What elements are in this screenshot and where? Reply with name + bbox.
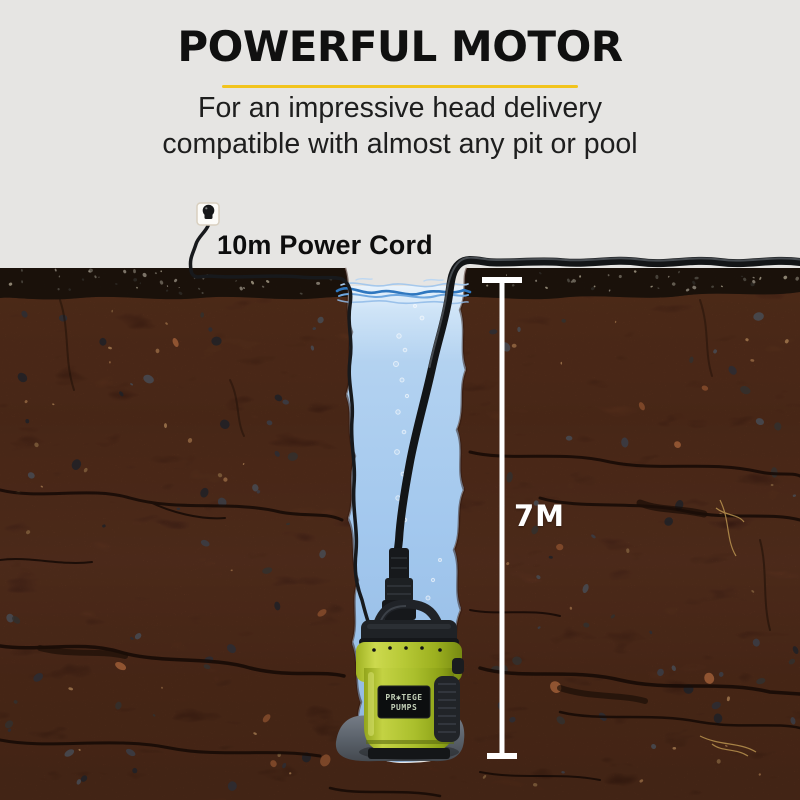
power-outlet-icon [196, 202, 220, 226]
soil-cracks [0, 299, 800, 798]
pump-brand-label: PR✱TEGE PUMPS [378, 686, 430, 718]
submersible-pump [356, 548, 464, 759]
subtitle: For an impressive head delivery compatib… [0, 90, 800, 162]
pump-side-grille [434, 658, 464, 742]
pump-brand-line-1: PR✱TEGE [385, 692, 423, 702]
pump-brand-plate [377, 685, 431, 719]
accent-divider [222, 85, 578, 88]
pump-top-cap [359, 620, 459, 646]
power-cord-label: 10m Power Cord [217, 230, 433, 260]
depth-measurement-line [482, 277, 522, 759]
power-cord [188, 214, 379, 643]
soil-light-specks [15, 309, 789, 787]
soil-root-fibres [699, 499, 757, 757]
subtitle-line-1: For an impressive head delivery [198, 92, 602, 124]
page-title: POWERFUL MOTOR [177, 22, 623, 71]
pump-base [368, 748, 450, 759]
discharge-hose [393, 256, 800, 564]
subtitle-line-2: compatible with almost any pit or pool [162, 128, 638, 160]
depth-label: 7M [514, 499, 566, 533]
pump-brand-line-2: PUMPS [390, 702, 418, 712]
